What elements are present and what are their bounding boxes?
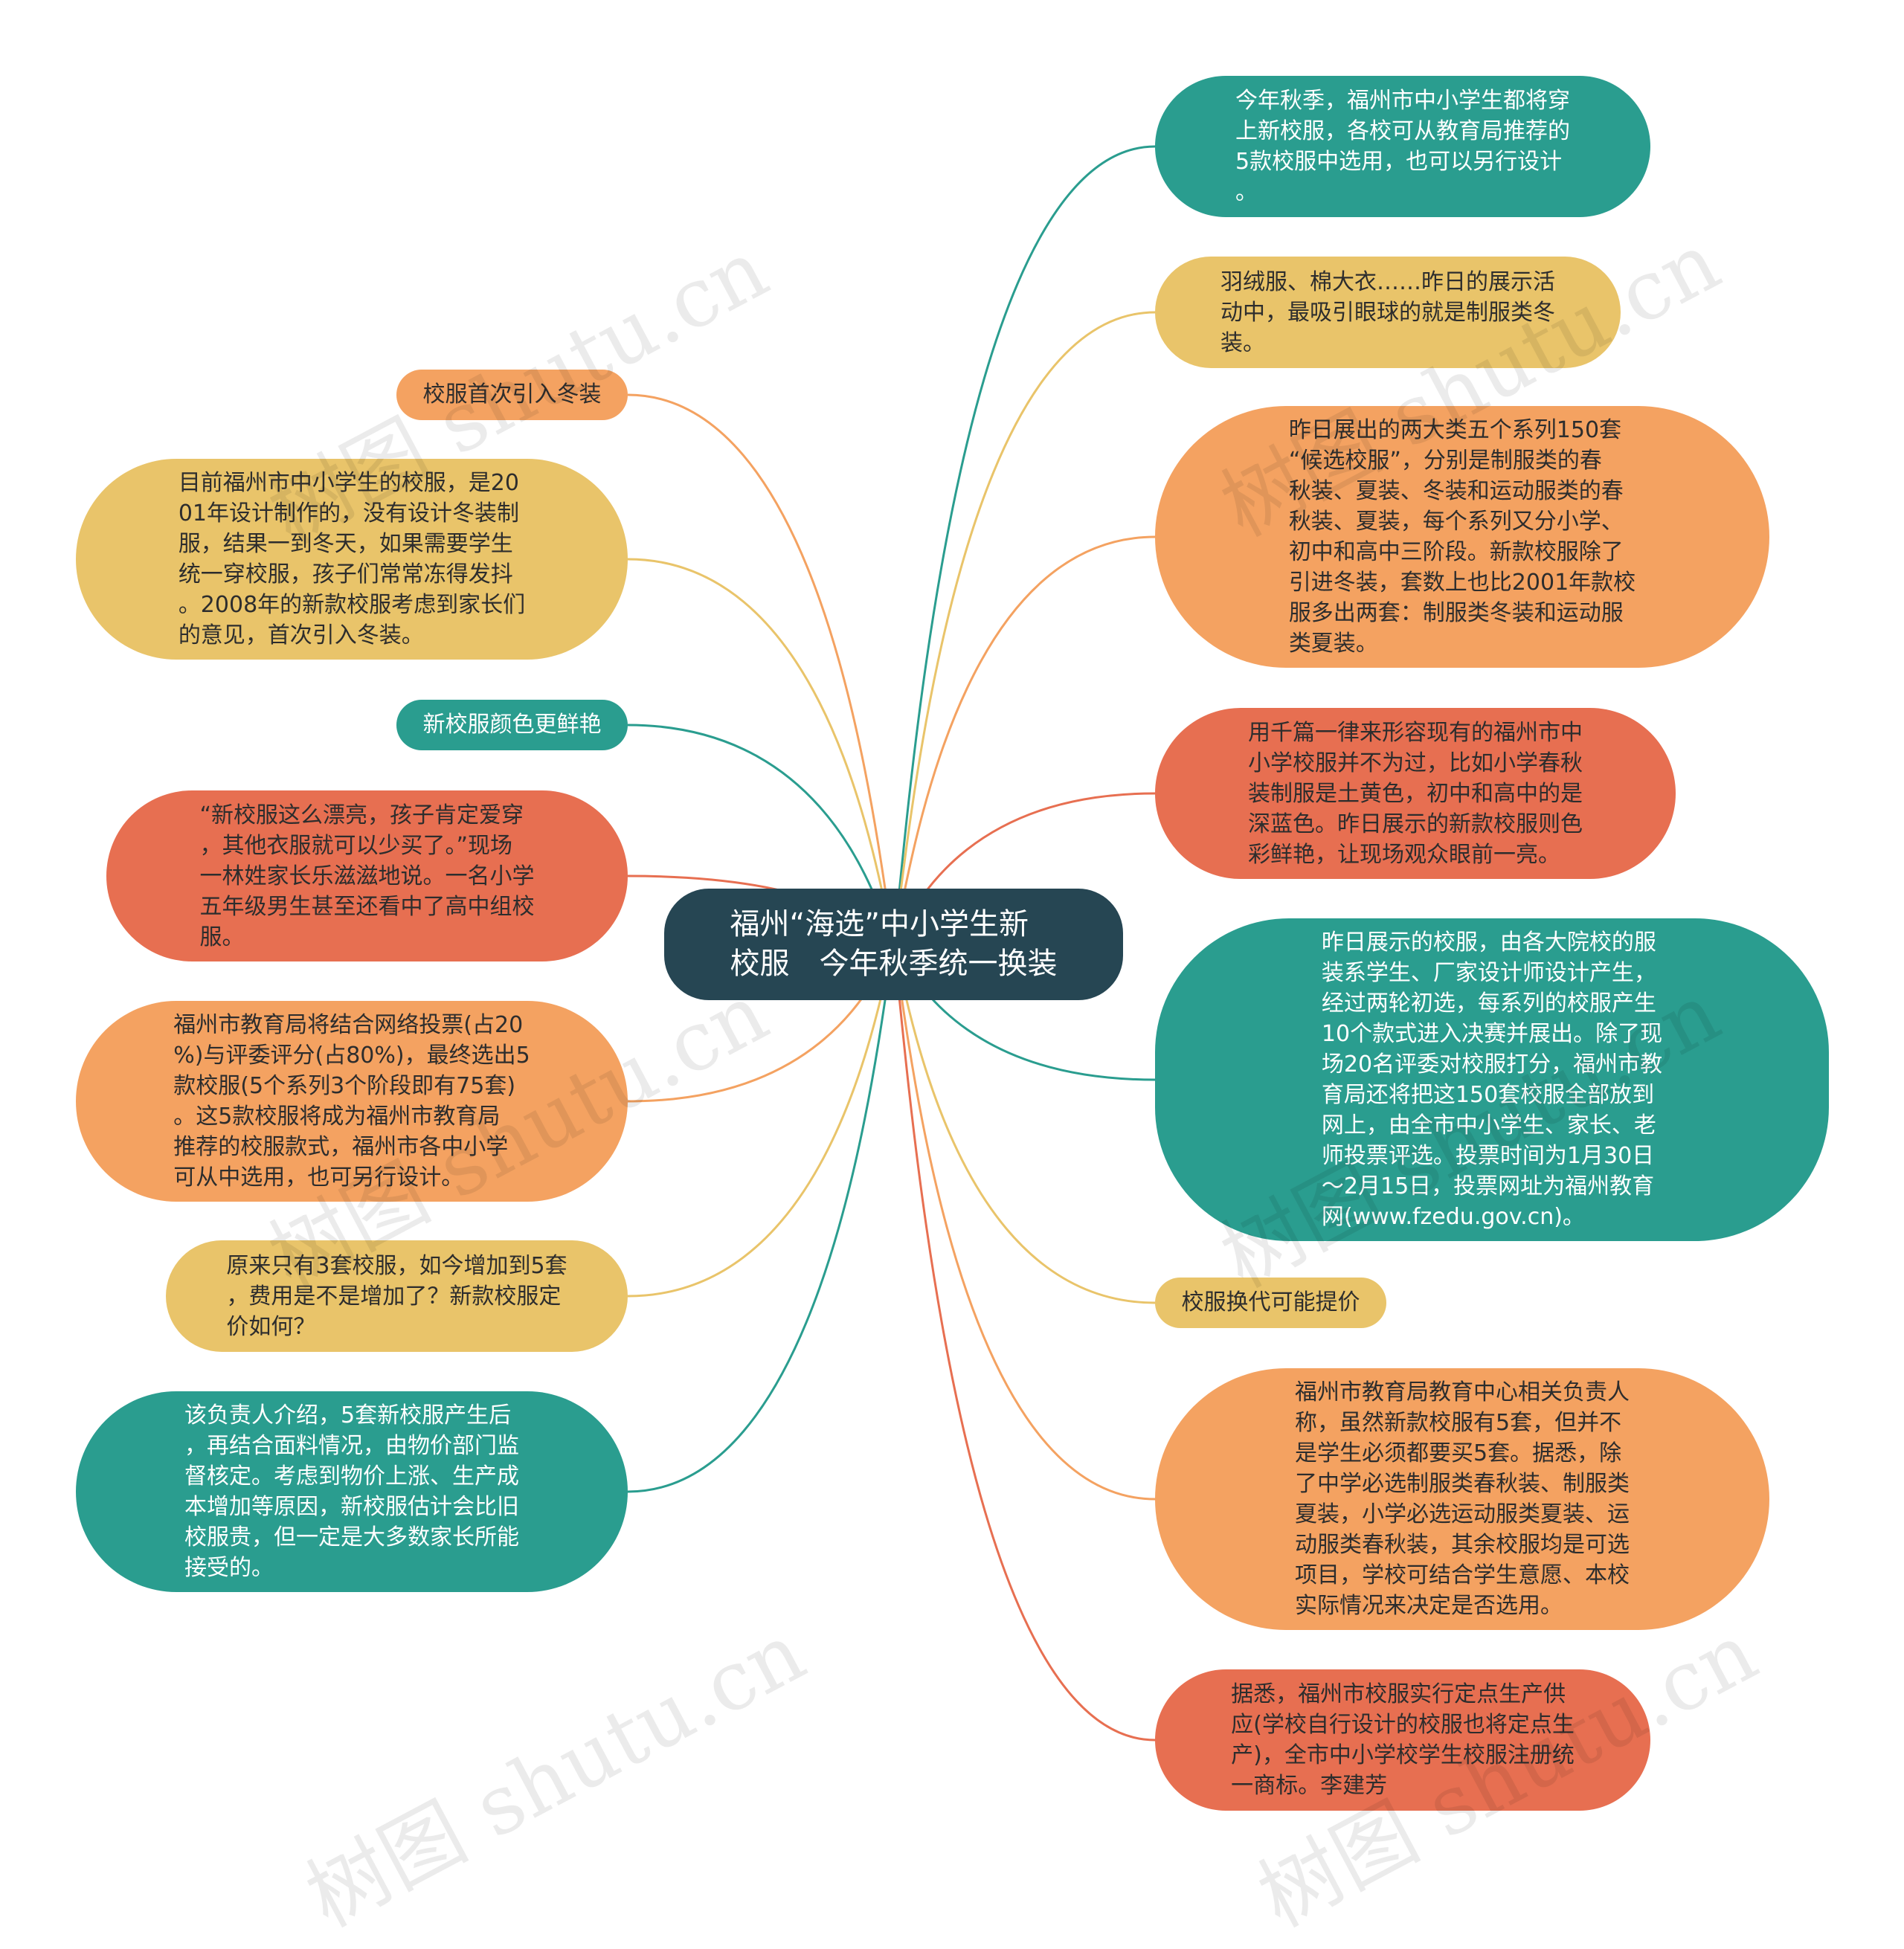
right-node-5[interactable]: 昨日展示的校服，由各大院校的服 装系学生、厂家设计师设计产生， 经过两轮初选，每… <box>1155 918 1829 1241</box>
left-node-3[interactable]: 新校服颜色更鲜艳 <box>396 700 628 750</box>
right-node-6[interactable]: 校服换代可能提价 <box>1155 1278 1386 1328</box>
left-node-4-text: “新校服这么漂亮，孩子肯定爱穿 ，其他衣服就可以少买了。”现场 一林姓家长乐滋滋… <box>199 802 535 950</box>
root-topic-label: 福州“海选”中小学生新 校服 今年秋季统一换装 <box>730 907 1058 981</box>
right-node-7-text: 福州市教育局教育中心相关负责人 称，虽然新款校服有5套，但并不 是学生必须都要买… <box>1295 1379 1630 1619</box>
right-node-1-text: 今年秋季，福州市中小学生都将穿 上新校服，各校可从教育局推荐的 5款校服中选用，… <box>1235 88 1570 205</box>
right-node-1[interactable]: 今年秋季，福州市中小学生都将穿 上新校服，各校可从教育局推荐的 5款校服中选用，… <box>1155 76 1650 217</box>
right-node-3[interactable]: 昨日展出的两大类五个系列150套 “候选校服”，分别是制服类的春 秋装、夏装、冬… <box>1155 406 1769 668</box>
right-node-8[interactable]: 据悉，福州市校服实行定点生产供 应(学校自行设计的校服也将定点生 产)，全市中小… <box>1155 1669 1650 1811</box>
mind-map-canvas: 福州“海选”中小学生新 校服 今年秋季统一换装 今年秋季，福州市中小学生都将穿 … <box>76 76 1829 1945</box>
right-node-4-text: 用千篇一律来形容现有的福州市中 小学校服并不为过，比如小学春秋 装制服是土黄色，… <box>1248 719 1583 868</box>
left-node-1[interactable]: 校服首次引入冬装 <box>396 370 628 420</box>
right-node-3-text: 昨日展出的两大类五个系列150套 “候选校服”，分别是制服类的春 秋装、夏装、冬… <box>1288 417 1636 657</box>
left-node-7-text: 该负责人介绍，5套新校服产生后 ，再结合面料情况，由物价部门监 督核定。考虑到物… <box>184 1402 519 1581</box>
right-node-4[interactable]: 用千篇一律来形容现有的福州市中 小学校服并不为过，比如小学春秋 装制服是土黄色，… <box>1155 708 1676 879</box>
left-connector-1 <box>627 393 895 945</box>
left-node-6-text: 原来只有3套校服，如今增加到5套 ，费用是不是增加了？新款校服定 价如何？ <box>226 1252 567 1340</box>
left-node-7[interactable]: 该负责人介绍，5套新校服产生后 ，再结合面料情况，由物价部门监 督核定。考虑到物… <box>76 1391 628 1592</box>
right-connector-8 <box>892 944 1156 1742</box>
right-connector-1 <box>892 145 1156 945</box>
right-node-2[interactable]: 羽绒服、棉大衣……昨日的展示活 动中，最吸引眼球的就是制服类冬 装。 <box>1155 257 1621 368</box>
left-node-5-text: 福州市教育局将结合网络投票(占20 %)与评委评分(占80%)，最终选出5 款校… <box>173 1012 530 1191</box>
right-node-7[interactable]: 福州市教育局教育中心相关负责人 称，虽然新款校服有5套，但并不 是学生必须都要买… <box>1155 1368 1769 1630</box>
right-connector-2 <box>892 311 1156 945</box>
left-node-5[interactable]: 福州市教育局将结合网络投票(占20 %)与评委评分(占80%)，最终选出5 款校… <box>76 1001 628 1202</box>
right-node-2-text: 羽绒服、棉大衣……昨日的展示活 动中，最吸引眼球的就是制服类冬 装。 <box>1220 268 1555 356</box>
left-node-2-text: 目前福州市中小学生的校服，是20 01年设计制作的，没有设计冬装制 服，结果一到… <box>178 470 526 648</box>
right-node-6-text: 校服换代可能提价 <box>1181 1289 1360 1315</box>
right-connector-7 <box>892 944 1156 1501</box>
right-node-5-text: 昨日展示的校服，由各大院校的服 装系学生、厂家设计师设计产生， 经过两轮初选，每… <box>1321 930 1663 1230</box>
left-node-1-text: 校服首次引入冬装 <box>422 381 602 407</box>
left-node-3-text: 新校服颜色更鲜艳 <box>422 712 602 738</box>
left-node-6[interactable]: 原来只有3套校服，如今增加到5套 ，费用是不是增加了？新款校服定 价如何？ <box>166 1240 628 1352</box>
right-node-8-text: 据悉，福州市校服实行定点生产供 应(学校自行设计的校服也将定点生 产)，全市中小… <box>1231 1681 1575 1799</box>
left-node-2[interactable]: 目前福州市中小学生的校服，是20 01年设计制作的，没有设计冬装制 服，结果一到… <box>76 459 628 660</box>
left-node-4[interactable]: “新校服这么漂亮，孩子肯定爱穿 ，其他衣服就可以少买了。”现场 一林姓家长乐滋滋… <box>106 790 628 961</box>
root-topic[interactable]: 福州“海选”中小学生新 校服 今年秋季统一换装 <box>664 889 1123 1000</box>
left-connector-7 <box>627 944 895 1493</box>
